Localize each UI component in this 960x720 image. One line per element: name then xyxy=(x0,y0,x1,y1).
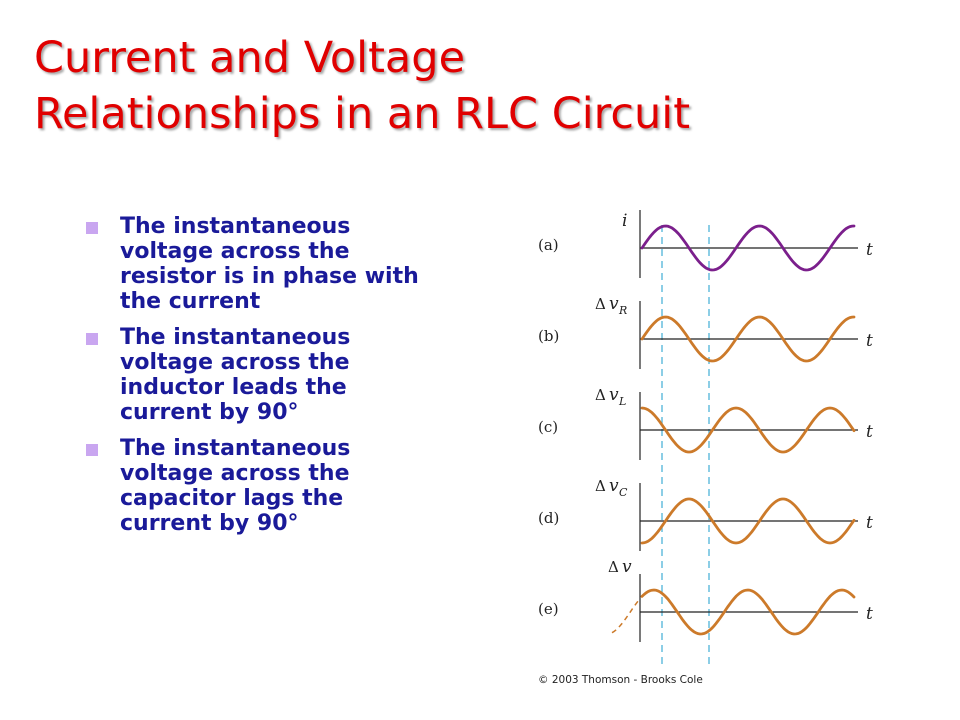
variable-label: Δ xyxy=(595,386,606,404)
variable-subscript: L xyxy=(618,395,626,408)
panel-label: (b) xyxy=(538,327,559,345)
bullet-line: current by 90° xyxy=(120,511,299,536)
variable-symbol: v xyxy=(609,294,619,314)
bullet-line: The instantaneous xyxy=(120,436,351,461)
waveform-curve xyxy=(640,224,856,272)
waveform-curve xyxy=(640,406,856,454)
waveform-extension-dashed xyxy=(611,598,641,634)
bullet-marker-icon xyxy=(86,222,98,234)
t-axis-label: t xyxy=(866,422,873,442)
variable-symbol: i xyxy=(622,211,627,231)
bullet-line: capacitor lags the xyxy=(120,486,344,511)
bullet-line: The instantaneous xyxy=(120,325,351,350)
bullet-line: The instantaneous xyxy=(120,214,351,239)
variable-symbol: v xyxy=(622,557,632,577)
title-line-1: Current and Voltage xyxy=(34,33,466,83)
bullet-line: the current xyxy=(120,289,261,314)
bullet-inductor: The instantaneous voltage across the ind… xyxy=(84,325,484,425)
variable-label: Δ xyxy=(595,477,606,495)
t-axis-label: t xyxy=(866,604,873,624)
panel-label: (a) xyxy=(538,236,559,254)
slide-title: Current and Voltage Relationships in an … xyxy=(34,30,934,142)
waveform-curve xyxy=(640,588,856,636)
variable-subscript: C xyxy=(619,486,628,499)
bullet-list: The instantaneous voltage across the res… xyxy=(84,214,484,547)
t-axis-label: t xyxy=(866,331,873,351)
bullet-line: voltage across the xyxy=(120,239,350,264)
t-axis-label: t xyxy=(866,513,873,533)
waveform-curve xyxy=(640,497,856,545)
bullet-line: voltage across the xyxy=(120,350,350,375)
variable-label: Δ xyxy=(608,558,619,576)
panel-label: (e) xyxy=(538,600,559,618)
panel-label: (d) xyxy=(538,509,559,527)
variable-subscript: R xyxy=(618,304,627,317)
bullet-line: current by 90° xyxy=(120,400,299,425)
panel-label: (c) xyxy=(538,418,558,436)
waveform-curve xyxy=(640,315,856,363)
bullet-capacitor: The instantaneous voltage across the cap… xyxy=(84,436,484,536)
title-line-2: Relationships in an RLC Circuit xyxy=(34,89,691,139)
bullet-line: voltage across the xyxy=(120,461,350,486)
variable-symbol: v xyxy=(609,476,619,496)
bullet-line: inductor leads the xyxy=(120,375,347,400)
bullet-line: resistor is in phase with xyxy=(120,264,419,289)
bullet-marker-icon xyxy=(86,333,98,345)
variable-symbol: v xyxy=(609,385,619,405)
bullet-marker-icon xyxy=(86,444,98,456)
copyright-text: © 2003 Thomson - Brooks Cole xyxy=(538,674,703,686)
bullet-resistor: The instantaneous voltage across the res… xyxy=(84,214,484,314)
variable-label: Δ xyxy=(595,295,606,313)
t-axis-label: t xyxy=(866,240,873,260)
